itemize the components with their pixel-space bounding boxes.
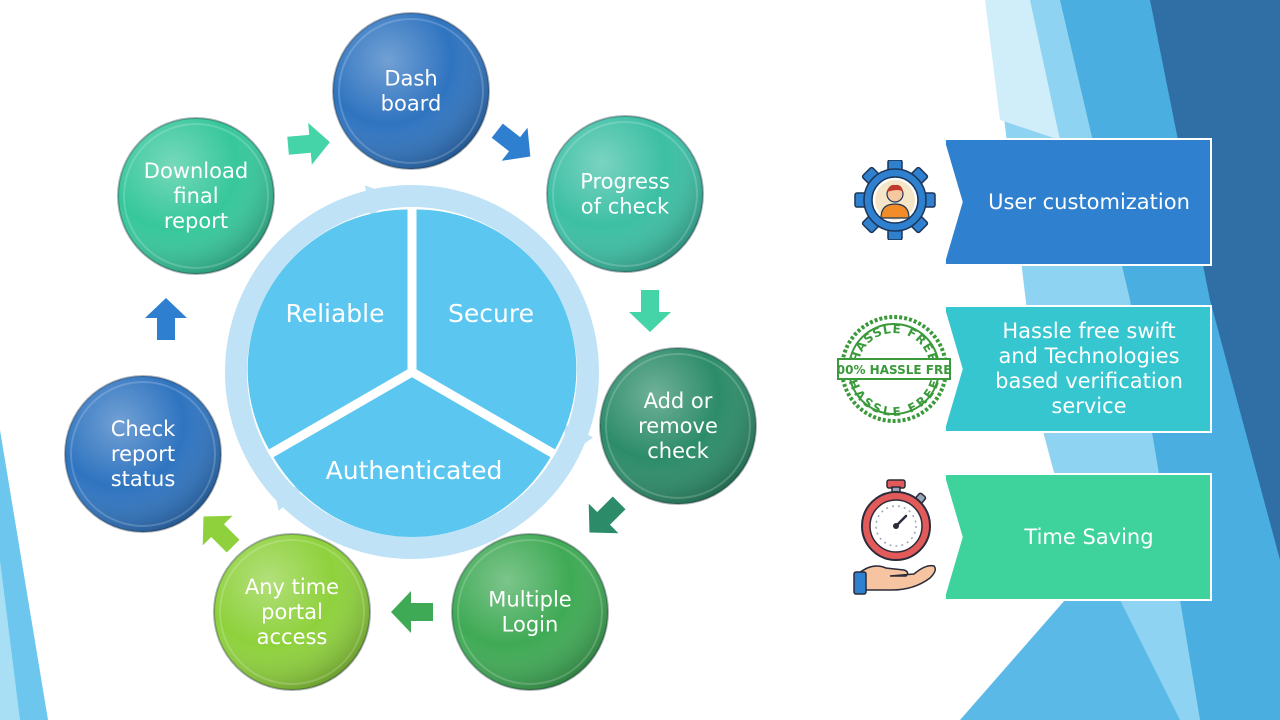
center-segment-secure [416, 209, 577, 450]
cycle-node-label: report [111, 442, 175, 466]
cycle-node-label: final [173, 184, 218, 208]
feature-banner-hassle-free: Hassle free swift and Technologies based… [944, 305, 1212, 433]
feature-label: Time Saving [1024, 524, 1154, 549]
cycle-node-label: Check [111, 417, 176, 441]
feature-banner-user-customization: User customization [944, 138, 1212, 266]
ring-arrowhead [271, 479, 303, 511]
ring-arrowhead [364, 185, 396, 217]
bg-facet-right-pale [985, 0, 1060, 140]
cycle-node-label: portal [261, 600, 323, 624]
cycle-node-label: Progress [580, 170, 670, 194]
cycle-node-label: Any time [245, 575, 339, 599]
stamp-top-text: HASSLE FREE [848, 322, 941, 364]
cycle-node-label: board [381, 92, 442, 116]
bg-facet-left-pale [0, 560, 20, 720]
cycle-arrow [287, 122, 330, 165]
cycle-node-label: Multiple [488, 588, 571, 612]
cycle-node-label: Login [502, 613, 559, 637]
hassle-free-stamp-icon: HASSLE FREE HASSLE FREE 100% HASSLE FREE [836, 315, 952, 423]
ring-arrowhead [563, 424, 594, 457]
center-label-authenticated: Authenticated [326, 456, 503, 485]
gear-user-icon [854, 160, 936, 240]
center-segment-reliable [247, 209, 408, 450]
svg-text:HASSLE FREE: HASSLE FREE [848, 322, 941, 364]
center-divider [267, 368, 415, 458]
cycle-arrow [491, 123, 531, 161]
cycle-arrow [588, 496, 626, 534]
cycle-node-label: of check [581, 195, 670, 219]
cycle-arrow [202, 515, 240, 553]
cycle-node-label: access [257, 625, 328, 649]
bg-facet-left [0, 430, 48, 720]
cycle-arrow [145, 298, 187, 340]
cycle-node-label: status [111, 467, 176, 491]
center-label-reliable: Reliable [285, 299, 384, 328]
outer-ring [225, 185, 599, 559]
cycle-node-label: report [164, 209, 228, 233]
cycle-node-label: remove [638, 414, 718, 438]
cycle-node-label: Download [144, 159, 248, 183]
center-label-secure: Secure [448, 299, 534, 328]
feature-label: User customization [988, 189, 1190, 214]
center-divider [409, 368, 557, 458]
stopwatch-hand-icon [853, 479, 937, 595]
cycle-arrow [391, 591, 433, 633]
cycle-arrow [629, 290, 671, 332]
feature-banner-time-saving: Time Saving [944, 473, 1212, 601]
bg-facet-lower-right [960, 560, 1180, 720]
cycle-node-label: Dash [384, 67, 437, 91]
cycle-node-label: Add or [644, 389, 713, 413]
cycle-node-label: check [647, 439, 709, 463]
stamp-band-text: 100% HASSLE FREE [836, 363, 952, 377]
feature-label: Hassle free swift and Technologies based… [995, 319, 1183, 418]
